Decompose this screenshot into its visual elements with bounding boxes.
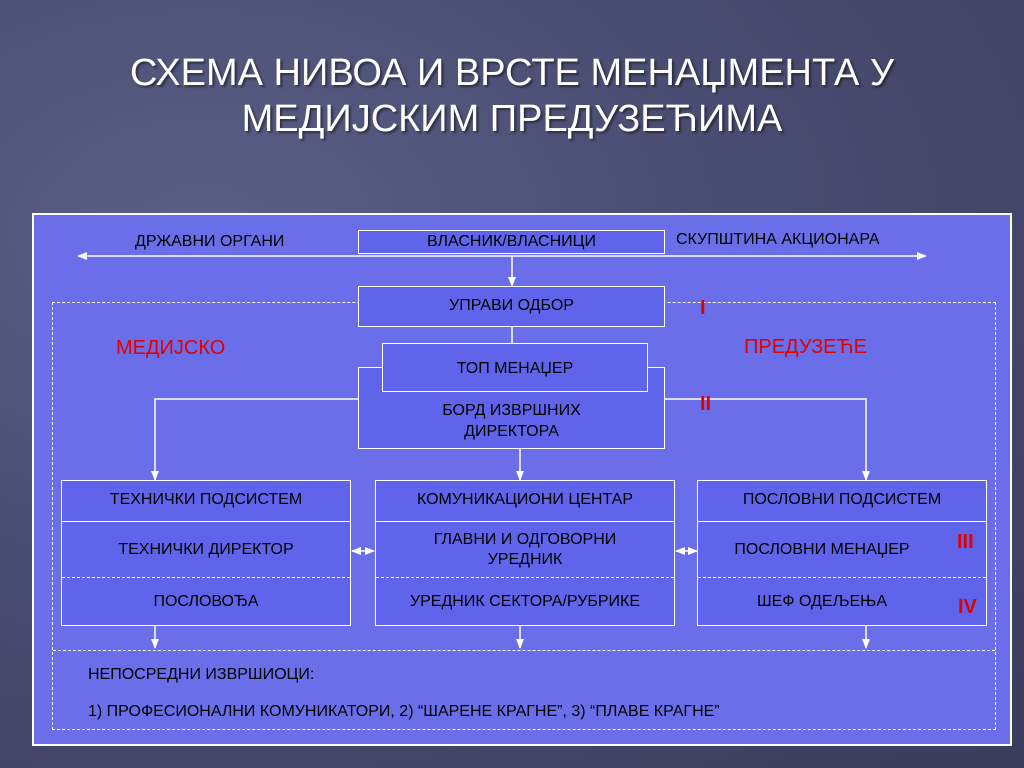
department-head: ШЕФ ОДЕЉЕЊА bbox=[757, 593, 887, 610]
communication-center-box bbox=[375, 480, 675, 626]
executive-board-label: БОРД ИЗВРШНИХ ДИРЕКТОРА bbox=[442, 402, 581, 440]
state-bodies-label: ДРЖАВНИ ОРГАНИ bbox=[135, 233, 285, 250]
technical-header-divider bbox=[62, 521, 350, 522]
owner-box: ВЛАСНИК/ВЛАСНИЦИ bbox=[358, 230, 665, 254]
business-row-divider bbox=[698, 577, 986, 578]
level-iv-label: IV bbox=[958, 596, 977, 618]
editor-in-chief-label: ГЛАВНИ И ОДГОВОРНИ УРЕДНИК bbox=[433, 530, 617, 568]
technical-subsystem-header: ТЕХНИЧКИ ПОДСИСТЕМ bbox=[109, 491, 303, 508]
technical-row-divider bbox=[62, 577, 350, 578]
business-subsystem-header: ПОСЛОВНИ ПОДСИСТЕМ bbox=[742, 491, 942, 508]
communication-row-divider bbox=[376, 577, 674, 578]
executors-types-label: 1) ПРОФЕСИОНАЛНИ КОМУНИКАТОРИ, 2) “ШАРЕН… bbox=[88, 703, 720, 720]
business-manager: ПОСЛОВНИ МЕНАЏЕР bbox=[734, 540, 910, 558]
enterprise-label: ПРЕДУЗЕЋЕ bbox=[744, 336, 867, 358]
business-subsystem-box bbox=[697, 480, 987, 626]
right-branch-arrow bbox=[665, 398, 870, 481]
media-label: МЕДИЈСКО bbox=[116, 337, 226, 359]
business-header-divider bbox=[698, 521, 986, 522]
editor-in-chief: ГЛАВНИ И ОДГОВОРНИ УРЕДНИК bbox=[375, 522, 675, 577]
shareholders-label: СКУПШТИНА АКЦИОНАРА bbox=[676, 231, 880, 248]
level-i-label: I bbox=[700, 297, 706, 319]
bottom-separator bbox=[53, 650, 995, 651]
technical-director: ТЕХНИЧКИ ДИРЕКТОР bbox=[118, 540, 294, 558]
direct-executors-label: НЕПОСРЕДНИ ИЗВРШИОЦИ: bbox=[88, 666, 315, 683]
owner-label: ВЛАСНИК/ВЛАСНИЦИ bbox=[427, 233, 596, 250]
foreman: ПОСЛОВОЂА bbox=[153, 593, 259, 610]
level-ii-label: II bbox=[700, 393, 712, 415]
slide-title: СХЕМА НИВОА И ВРСТЕ МЕНАЏМЕНТА У МЕДИЈСК… bbox=[130, 52, 894, 140]
left-branch-arrow bbox=[151, 398, 358, 481]
board-label: УПРАВИ ОДБОР bbox=[449, 297, 574, 314]
section-editor: УРЕДНИК СЕКТОРА/РУБРИКЕ bbox=[409, 593, 641, 610]
technical-subsystem-box bbox=[61, 480, 351, 626]
level-iii-label: III bbox=[957, 531, 974, 553]
top-manager-box: ТОП МЕНАЏЕР bbox=[382, 343, 648, 392]
communication-center-header: КОМУНИКАЦИОНИ ЦЕНТАР bbox=[416, 491, 634, 508]
top-manager-label: ТОП МЕНАЏЕР bbox=[456, 360, 574, 377]
communication-header-divider bbox=[376, 521, 674, 522]
board-box: УПРАВИ ОДБОР bbox=[358, 286, 665, 327]
